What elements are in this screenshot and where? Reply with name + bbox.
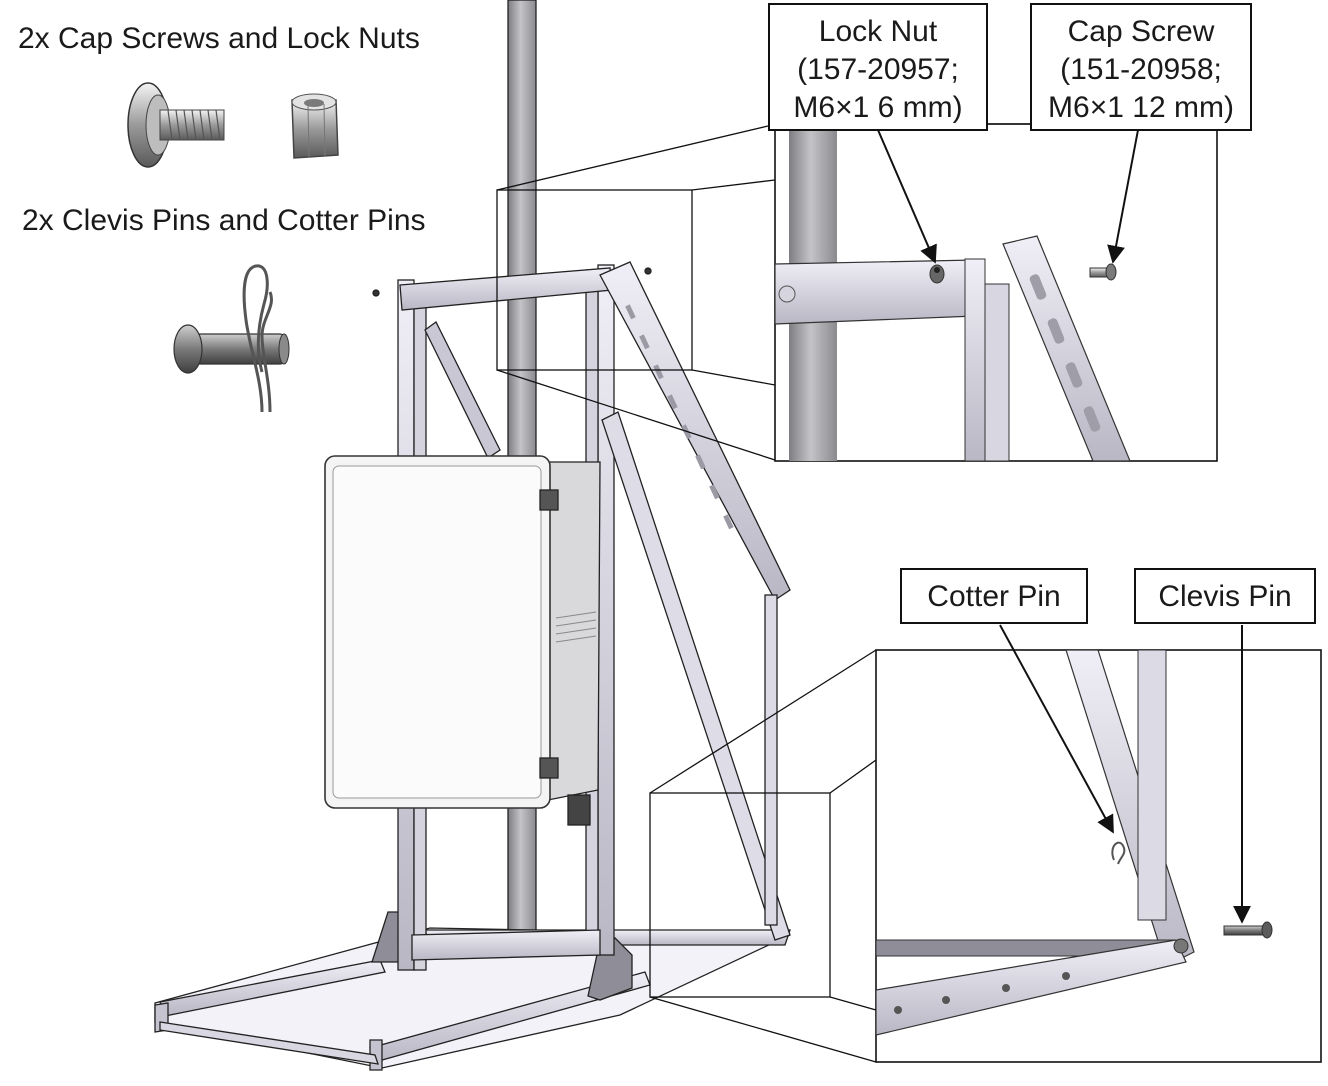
lock-nut-leader <box>877 129 937 264</box>
cap-screw-size: M6×1 12 mm) <box>1048 91 1234 124</box>
lock-nut-callout: Lock Nut (157-20957; M6×1 6 mm) <box>768 3 988 131</box>
clevis-pin-icon <box>173 324 290 374</box>
cap-screw-part-number: (151-20958; <box>1060 53 1222 86</box>
clevis-pin-callout: Clevis Pin <box>1134 568 1316 624</box>
main-assembly <box>154 0 791 1071</box>
cotter-pin-icon <box>242 264 273 413</box>
leader-arrows <box>877 123 1251 924</box>
cap-screw-callout: Cap Screw (151-20958; M6×1 12 mm) <box>1030 3 1252 131</box>
zoom-detail-top <box>774 123 1218 462</box>
lock-nut-icon <box>291 93 339 159</box>
zoom-guide-bottom <box>649 649 877 1063</box>
cap-screw-leader <box>1107 129 1139 264</box>
clevis-pin-title: Clevis Pin <box>1158 580 1292 613</box>
zoom-detail-bottom <box>875 649 1322 1063</box>
lock-nut-title: Lock Nut <box>818 15 938 48</box>
cotter-pin-callout: Cotter Pin <box>900 568 1088 624</box>
cap-screws-lock-nuts-heading: 2x Cap Screws and Lock Nuts <box>18 22 420 55</box>
cotter-pin-title: Cotter Pin <box>927 580 1061 613</box>
clevis-cotter-pins-heading: 2x Clevis Pins and Cotter Pins <box>22 204 426 237</box>
lock-nut-size: M6×1 6 mm) <box>793 91 963 124</box>
cap-screw-icon <box>127 82 225 168</box>
cap-screw-title: Cap Screw <box>1067 15 1215 48</box>
zoom-guide-top <box>496 125 776 461</box>
lock-nut-part-number: (157-20957; <box>797 53 959 86</box>
cotter-pin-leader <box>999 624 1114 834</box>
